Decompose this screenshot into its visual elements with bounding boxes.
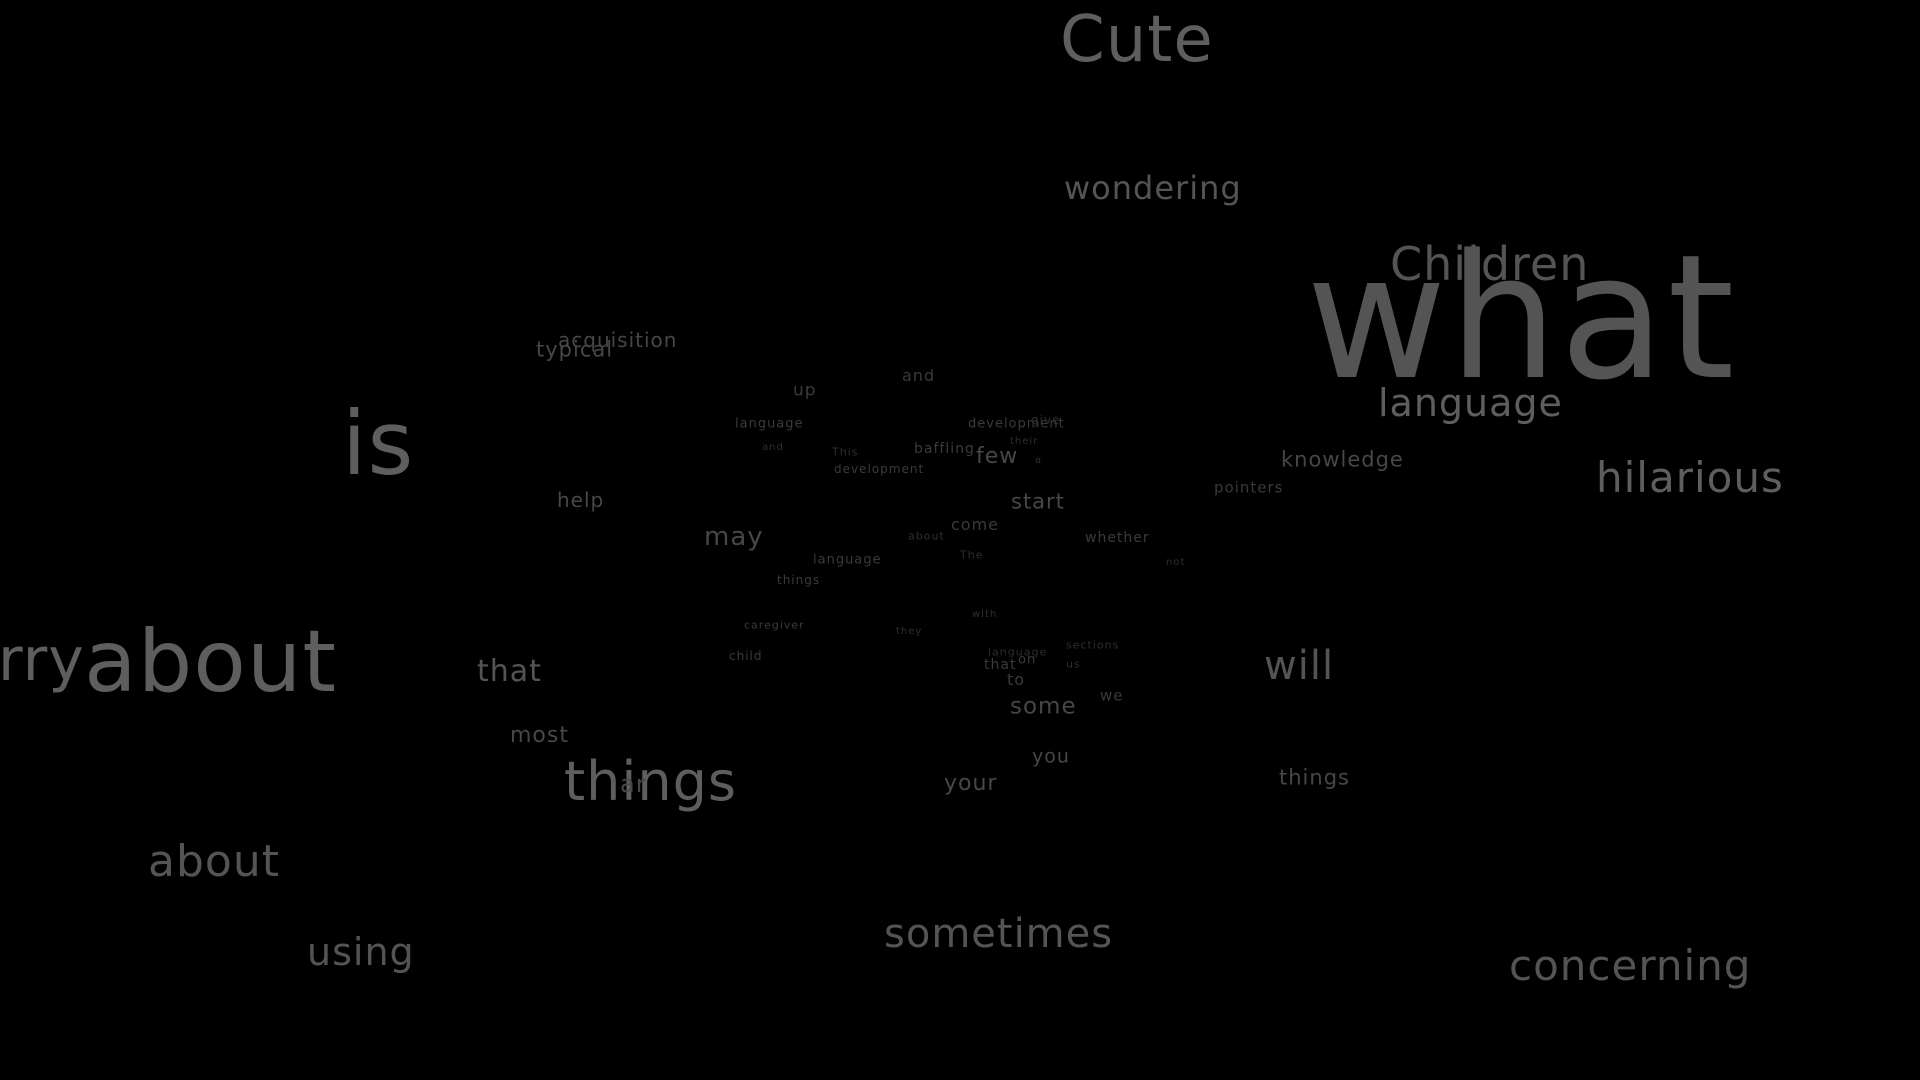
- word-come: come: [951, 515, 1000, 534]
- word-acquisition: acquisition: [558, 328, 678, 352]
- word-this: This: [832, 445, 859, 459]
- word-start: start: [1011, 489, 1065, 514]
- word-your: your: [944, 771, 998, 796]
- word-on: on: [1018, 652, 1037, 668]
- word-hilarious: hilarious: [1596, 453, 1784, 502]
- word-is: is: [342, 392, 415, 495]
- word-not: not: [1166, 557, 1186, 568]
- word-sometimes: sometimes: [884, 911, 1114, 957]
- word-the: The: [960, 548, 984, 562]
- word-to: to: [1007, 670, 1026, 689]
- word-development-small: development: [834, 462, 925, 476]
- word-baffling: baffling: [914, 441, 975, 457]
- word-about-large: about: [84, 612, 338, 712]
- word-and: and: [902, 366, 936, 385]
- word-development: development: [968, 416, 1065, 432]
- word-things-small: things: [777, 573, 821, 587]
- word-about-tiny: about: [908, 529, 945, 543]
- word-and-tiny: and: [762, 442, 784, 453]
- word-that-small: that: [984, 657, 1017, 673]
- word-things-right: things: [1279, 765, 1350, 790]
- word-language-mid: language: [813, 552, 882, 568]
- word-things-large: things: [564, 750, 738, 813]
- word-they: they: [896, 626, 923, 637]
- word-knowledge: knowledge: [1281, 447, 1404, 472]
- word-cute: Cute: [1060, 3, 1214, 77]
- word-concerning: concerning: [1509, 941, 1752, 990]
- word-child: child: [729, 649, 763, 663]
- word-caregiver: caregiver: [744, 618, 805, 632]
- word-some: some: [1010, 693, 1077, 720]
- word-will: will: [1264, 643, 1335, 689]
- word-language-tiny: language: [988, 645, 1048, 659]
- word-language-small: language: [735, 416, 804, 432]
- word-may: may: [704, 522, 764, 552]
- word-about-lower: about: [148, 836, 280, 887]
- word-most: most: [510, 723, 569, 748]
- word-we: we: [1100, 686, 1124, 705]
- word-whether: whether: [1085, 530, 1150, 546]
- word-wondering: wondering: [1064, 169, 1242, 207]
- word-what: what: [1306, 217, 1737, 418]
- word-their: their: [1010, 436, 1039, 447]
- word-that: that: [477, 654, 542, 689]
- word-rry-fragment: rry: [0, 625, 85, 695]
- word-using: using: [307, 930, 415, 974]
- word-give: give: [1031, 413, 1061, 427]
- word-pointers: pointers: [1214, 478, 1284, 497]
- word-children: Children: [1390, 237, 1590, 291]
- word-up: up: [793, 380, 817, 401]
- word-typical: typical: [536, 337, 614, 362]
- word-us: us: [1066, 657, 1081, 671]
- word-ar-fragment: ar: [620, 770, 647, 798]
- word-help: help: [557, 488, 605, 512]
- word-sections: sections: [1066, 638, 1120, 652]
- word-you: you: [1032, 745, 1070, 768]
- word-few: few: [976, 444, 1019, 469]
- word-with: with: [972, 609, 998, 620]
- word-a: a: [1035, 455, 1043, 466]
- word-language-large: language: [1378, 381, 1563, 425]
